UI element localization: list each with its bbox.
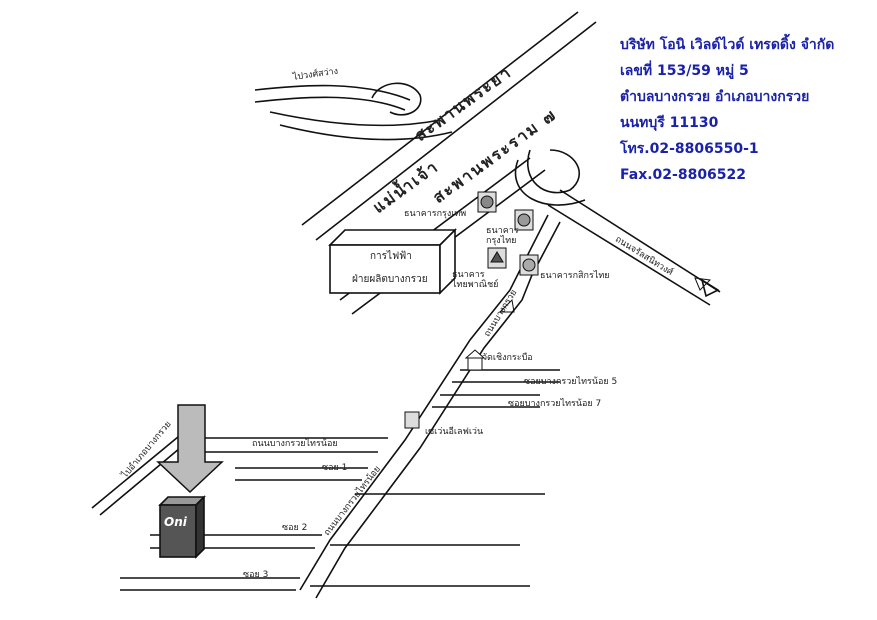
label-kasikorn-bank: ธนาคารกสิกรไทย: [540, 271, 610, 281]
label-seven-eleven: เซเว่นอีเลฟเว่น: [425, 427, 484, 437]
interchange: [254, 82, 586, 206]
bank-icons: [404, 191, 539, 429]
egat-building: [328, 228, 457, 295]
label-wat: วัดเชิงกระบือ: [482, 353, 533, 363]
company-address-3: นนทบุรี 11130: [620, 115, 719, 131]
label-bangkok-bank: ธนาคารกรุงเทพ: [404, 209, 467, 219]
label-scb-bank: ธนาคาร ไทยพาณิชย์: [452, 270, 499, 290]
label-egat-2: ฝ่ายผลิตบางกรวย: [352, 274, 428, 285]
label-soi3: ซอย 3: [243, 570, 269, 580]
company-address-1: เลขที่ 153/59 หมู่ 5: [620, 63, 749, 79]
charan-road-lines: [547, 189, 721, 306]
company-phone: โทร.02-8806550-1: [620, 141, 759, 157]
label-soi2: ซอย 2: [282, 523, 308, 533]
label-soi1: ซอย 1: [322, 463, 348, 473]
label-soi5: ซอยบางกรวยไทรน้อย 5: [524, 377, 618, 387]
road-arrows: [498, 277, 712, 313]
label-sainoi-road: ถนนบางกรวยไทรน้อย: [252, 439, 338, 449]
company-info: บริษัท โอนิ เวิลด์ไวด์ เทรดดิ้ง จำกัด เล…: [620, 32, 834, 188]
label-krungthai-bank: ธนาคาร กรุงไทย: [486, 226, 519, 246]
down-arrow-icon: [156, 404, 224, 494]
company-name: บริษัท โอนิ เวิลด์ไวด์ เทรดดิ้ง จำกัด: [620, 37, 835, 53]
label-soi7: ซอยบางกรวยไทรน้อย 7: [508, 399, 602, 409]
oni-building: [158, 495, 206, 559]
label-egat-1: การไฟฟ้า: [370, 251, 412, 262]
company-address-2: ตำบลบางกรวย อำเภอบางกรวย: [620, 89, 810, 105]
oni-logo: Oni: [164, 515, 187, 529]
company-fax: Fax.02-8806522: [620, 167, 747, 183]
